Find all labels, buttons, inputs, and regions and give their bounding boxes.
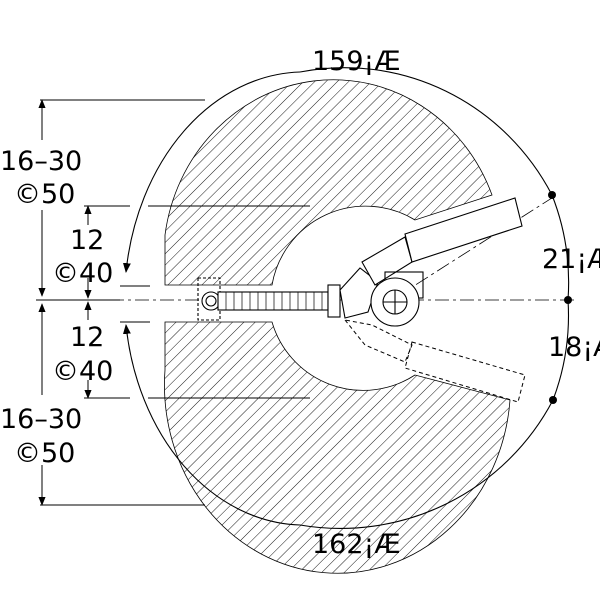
lower-outer-range-label: 16–30 bbox=[0, 404, 82, 435]
dimension-lines bbox=[36, 99, 310, 506]
siphon-assembly bbox=[197, 197, 523, 327]
lower-outer-note-label: ©50 bbox=[14, 438, 75, 469]
right-upper-angle-label: 21¡Æ bbox=[542, 244, 600, 275]
upper-outer-range-label: 16–30 bbox=[0, 146, 82, 177]
bottom-arc-angle-label: 162¡Æ bbox=[312, 529, 401, 560]
upper-outer-note-label: ©50 bbox=[14, 179, 75, 210]
hatched-section bbox=[164, 79, 511, 574]
lower-inner-note-label: ©40 bbox=[52, 356, 113, 387]
swing-circle bbox=[122, 67, 570, 529]
upper-inner-value-label: 12 bbox=[70, 225, 104, 256]
right-lower-angle-label: 18¡Æ bbox=[548, 332, 600, 363]
arc-end-dots bbox=[548, 191, 572, 404]
lower-inner-value-label: 12 bbox=[70, 322, 104, 353]
upper-inner-note-label: ©40 bbox=[52, 258, 113, 289]
alternate-pipe-position bbox=[343, 319, 526, 403]
top-arc-angle-label: 159¡Æ bbox=[312, 46, 401, 77]
